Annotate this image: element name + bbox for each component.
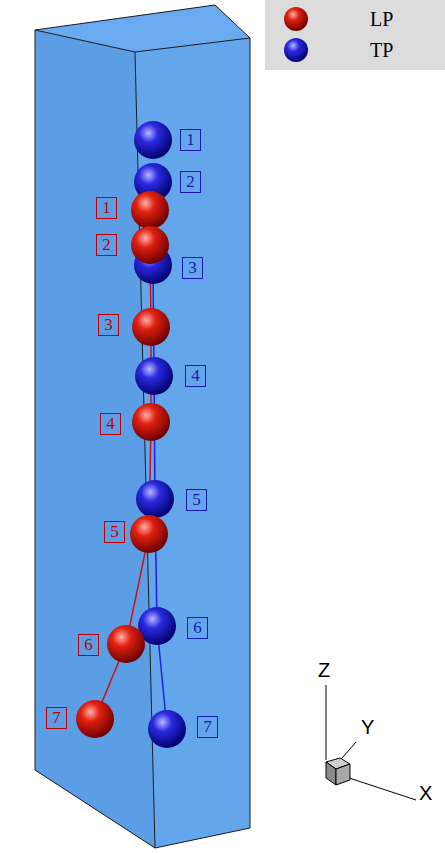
legend-label: LP (370, 8, 393, 31)
domain-box (35, 5, 250, 848)
callout-box: 4 (185, 365, 206, 387)
callout-box: 3 (98, 314, 119, 336)
callout-box: 1 (96, 197, 117, 219)
particles (76, 121, 186, 748)
callout-box: 6 (187, 617, 208, 639)
callout-box: 4 (100, 413, 121, 435)
callout-number: 5 (110, 523, 119, 541)
callout-number: 1 (186, 131, 195, 149)
callout-number: 4 (106, 415, 115, 433)
callout-box: 2 (180, 171, 201, 193)
axis-label: Y (361, 716, 374, 739)
axis-triad (326, 685, 416, 800)
callout-number: 6 (193, 619, 202, 637)
callout-number: 6 (84, 636, 93, 654)
callout-number: 7 (203, 718, 212, 736)
legend-label: TP (370, 39, 393, 62)
callout-box: 1 (180, 129, 201, 151)
callout-box: 6 (78, 634, 99, 656)
axis-label: X (419, 782, 432, 805)
callout-number: 4 (191, 367, 200, 385)
callout-box: 7 (197, 716, 218, 738)
callout-number: 1 (102, 199, 111, 217)
legend-panel (265, 0, 445, 70)
callout-number: 5 (192, 491, 201, 509)
callout-box: 5 (186, 489, 207, 511)
callout-box: 2 (96, 234, 117, 256)
callout-number: 2 (102, 236, 111, 254)
callout-box: 3 (182, 257, 203, 279)
callout-box: 5 (104, 521, 125, 543)
callout-box: 7 (46, 707, 67, 729)
axis-label: Z (318, 659, 330, 682)
callout-number: 2 (186, 173, 195, 191)
callout-number: 7 (52, 709, 61, 727)
callout-number: 3 (188, 259, 197, 277)
callout-number: 3 (104, 316, 113, 334)
